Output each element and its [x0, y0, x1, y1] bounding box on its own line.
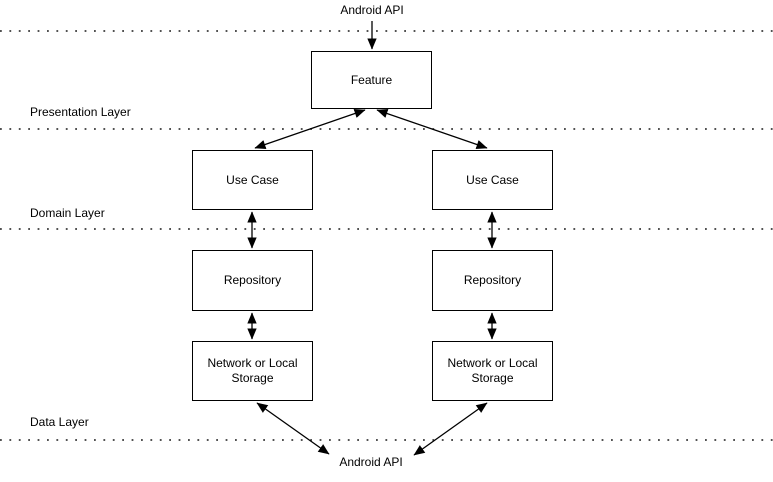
- node-use-case-left-label: Use Case: [226, 172, 279, 187]
- arrow-feature-usecase-right: [376, 109, 488, 149]
- node-storage-right-label: Network or Local Storage: [447, 356, 538, 385]
- arrow-storage-androidapi-right: [413, 402, 488, 456]
- node-feature-label: Feature: [350, 72, 393, 87]
- android-api-label-bottom-text: Android API: [339, 455, 403, 469]
- node-use-case-right-label: Use Case: [466, 172, 519, 187]
- layer-label-domain: Domain Layer: [30, 206, 105, 220]
- node-repository-right: Repository: [432, 250, 553, 311]
- node-feature: Feature: [311, 51, 432, 109]
- node-repository-right-label: Repository: [463, 273, 522, 287]
- arrow-feature-usecase-left: [254, 109, 366, 149]
- node-use-case-right: Use Case: [432, 150, 553, 210]
- node-storage-right: Network or Local Storage: [432, 341, 553, 401]
- node-storage-left: Network or Local Storage: [192, 341, 313, 401]
- node-storage-left-label: Network or Local Storage: [207, 356, 298, 385]
- node-repository-left: Repository: [192, 250, 313, 311]
- layer-label-data: Data Layer: [30, 415, 89, 429]
- layer-label-presentation: Presentation Layer: [30, 105, 131, 119]
- node-use-case-left: Use Case: [192, 150, 313, 210]
- android-api-label-bottom: Android API: [271, 455, 471, 470]
- android-api-label-top-text: Android API: [340, 3, 404, 17]
- arrow-storage-androidapi-left: [256, 402, 330, 455]
- android-api-label-top: Android API: [272, 3, 472, 18]
- node-repository-left-label: Repository: [223, 273, 282, 287]
